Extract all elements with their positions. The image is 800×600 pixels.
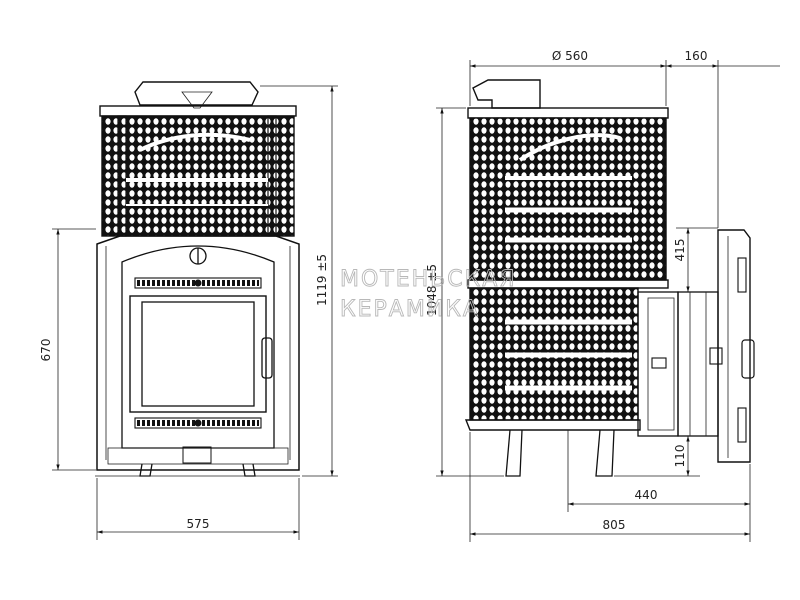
front-door-glass — [141, 301, 255, 407]
dim-side-top-diameter: Ø 560 — [552, 49, 588, 63]
front-dimensions: 575 670 1119 ±5 — [39, 85, 338, 540]
side-upper-mesh — [470, 118, 666, 280]
front-door-glass-frame — [129, 295, 267, 413]
side-dimensions: Ø 560 160 1048 ±5 415 110 440 805 — [425, 49, 780, 542]
dim-side-tunnel-base: 110 — [673, 445, 687, 468]
front-door-handle — [261, 337, 273, 379]
dim-side-tunnel-height: 415 — [673, 239, 687, 262]
dim-side-total-length: 805 — [603, 518, 626, 532]
front-door-frame — [96, 235, 300, 471]
dim-front-width: 575 — [187, 517, 210, 531]
side-tunnel — [637, 291, 679, 437]
front-top-plate — [99, 105, 297, 117]
watermark-line1: МОТЕНЬСКАЯ — [340, 267, 517, 292]
watermark-line2: КЕРАМИКА — [340, 297, 480, 322]
side-view — [464, 79, 755, 477]
side-leg-rear — [595, 429, 615, 477]
side-door-handle — [741, 339, 755, 379]
side-top-vent — [472, 79, 541, 109]
front-top-vent — [134, 81, 259, 106]
front-door — [121, 245, 275, 449]
dim-side-top-offset: 160 — [685, 49, 708, 63]
dim-front-door-height: 670 — [39, 339, 53, 362]
watermark: МОТЕНЬСКАЯ КЕРАМИКА — [340, 267, 517, 323]
dim-side-total-height: 1048 ±5 — [425, 264, 439, 316]
side-top-plate — [467, 107, 669, 119]
side-front-panel — [717, 229, 751, 463]
dim-front-total-height: 1119 ±5 — [315, 254, 329, 306]
side-leg-front — [505, 429, 523, 477]
dim-side-tunnel-length: 440 — [635, 488, 658, 502]
front-view — [95, 81, 300, 477]
